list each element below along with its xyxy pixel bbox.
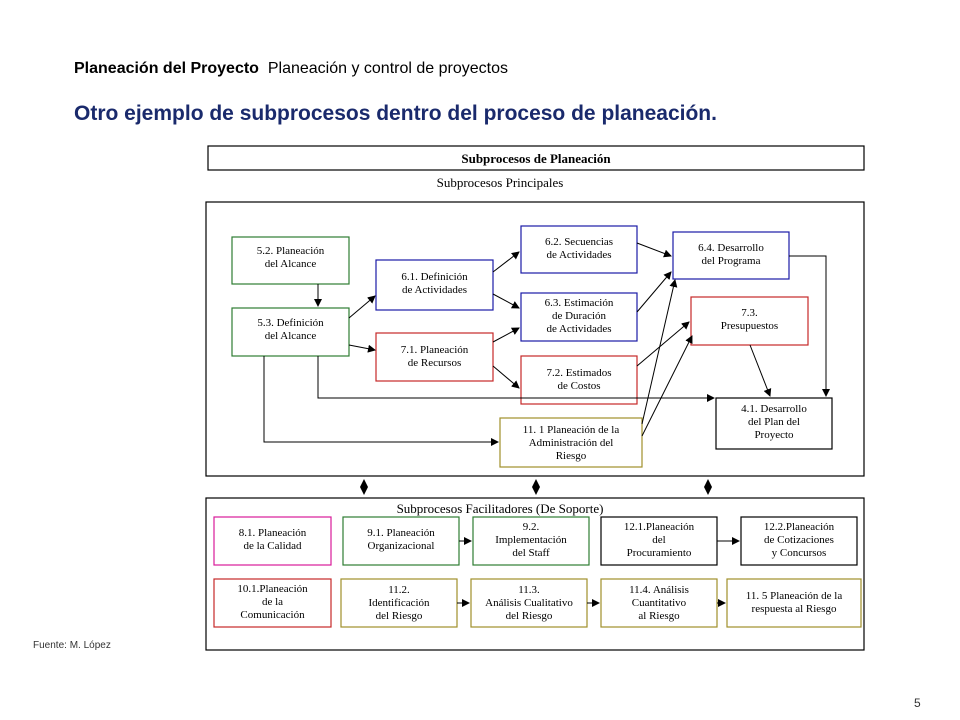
label-11-5: 11. 5 Planeación de la respuesta al Ries… [745, 590, 843, 615]
label-5-3: 5.3. Definición del Alcance [257, 317, 324, 342]
support-container [205, 497, 865, 651]
label-8-1: 8.1. Planeación de la Calidad [238, 527, 307, 552]
support-label: Subprocesos Facilitadores (De Soporte) [397, 501, 604, 516]
principal-container [205, 201, 865, 477]
arrow-62-64 [636, 242, 672, 258]
label-11-4: 11.4. Análisis Cuantitativo al Riesgo [629, 584, 689, 622]
label-6-3: 6.3. Estimación de Duración de Actividad… [544, 297, 614, 335]
box-6-1 [375, 259, 494, 311]
header-subtitle: Planeación y control de proyectos [267, 60, 508, 77]
slide-title: Otro ejemplo de subprocesos dentro del p… [74, 102, 717, 125]
label-7-2: 7.2. Estimados de Costos [546, 367, 612, 392]
box-4-1 [715, 397, 833, 450]
label-6-1: 6.1. Definición de Actividades [401, 271, 468, 296]
arrow-111-64 [641, 279, 678, 425]
arrow-53-41 [317, 356, 715, 402]
box-6-2 [520, 225, 638, 274]
arrow-73-41 [749, 344, 772, 397]
arrow-64-41 [789, 255, 830, 397]
box-7-2 [520, 355, 638, 405]
label-7-3: 7.3. Presupuestos [720, 307, 779, 332]
box-5-2 [231, 236, 350, 285]
label-4-1: 4.1. Desarrollo del Plan del Proyecto [741, 403, 807, 441]
arrow-71-72 [492, 365, 520, 389]
arrow-53-61 [348, 295, 376, 319]
label-9-2: 9.2. Implementación del Staff [495, 521, 567, 559]
arrow-61-62 [492, 251, 520, 273]
banner-label: Subprocesos de Planeación [461, 151, 611, 166]
label-9-1: 9.1. Planeación Organizacional [367, 527, 435, 552]
box-12-1 [600, 516, 718, 566]
box-8-1 [213, 516, 332, 566]
box-11-2 [340, 578, 458, 628]
box-6-3 [520, 292, 638, 342]
label-11-3: 11.3. Análisis Cualitativo del Riesgo [485, 584, 573, 622]
label-5-2: 5.2. Planeación del Alcance [256, 245, 325, 270]
arrow-53-111 [263, 356, 499, 446]
label-12-2: 12.2.Planeación de Cotizaciones y Concur… [763, 521, 835, 559]
header-course: Planeación del Proyecto [74, 60, 259, 77]
arrow-53-71 [348, 344, 376, 353]
box-7-1 [375, 332, 494, 382]
label-11-1: 11. 1 Planeación de la Administración de… [522, 424, 620, 462]
arrow-61-63 [492, 293, 520, 309]
source-note: Fuente: M. López [33, 640, 111, 651]
box-9-2 [472, 516, 590, 566]
arrow-111-73 [641, 335, 693, 437]
arrow-72-73 [636, 321, 690, 367]
label-12-1: 12.1.Planeación del Procuramiento [623, 521, 695, 559]
label-6-2: 6.2. Secuencias de Actividades [544, 236, 614, 261]
banner-box [207, 145, 865, 171]
box-10-1 [213, 578, 332, 628]
box-11-1 [499, 417, 643, 468]
box-5-3 [231, 307, 350, 357]
label-6-4: 6.4. Desarrollo del Programa [698, 242, 764, 267]
box-12-2 [740, 516, 858, 566]
principal-label: Subprocesos Principales [437, 175, 564, 190]
label-11-2: 11.2. Identificación del Riesgo [368, 584, 430, 622]
arrow-63-64 [636, 271, 672, 313]
label-10-1: 10.1.Planeación de la Comunicación [237, 583, 308, 621]
box-6-4 [672, 231, 790, 280]
slide-header: Planeación del Proyecto Planeación y con… [74, 60, 508, 78]
arrow-71-63 [492, 327, 520, 343]
box-7-3 [690, 296, 809, 346]
label-7-1: 7.1. Planeación de Recursos [400, 344, 469, 369]
box-11-5 [726, 578, 862, 628]
page-number: 5 [914, 696, 921, 710]
box-11-3 [470, 578, 588, 628]
